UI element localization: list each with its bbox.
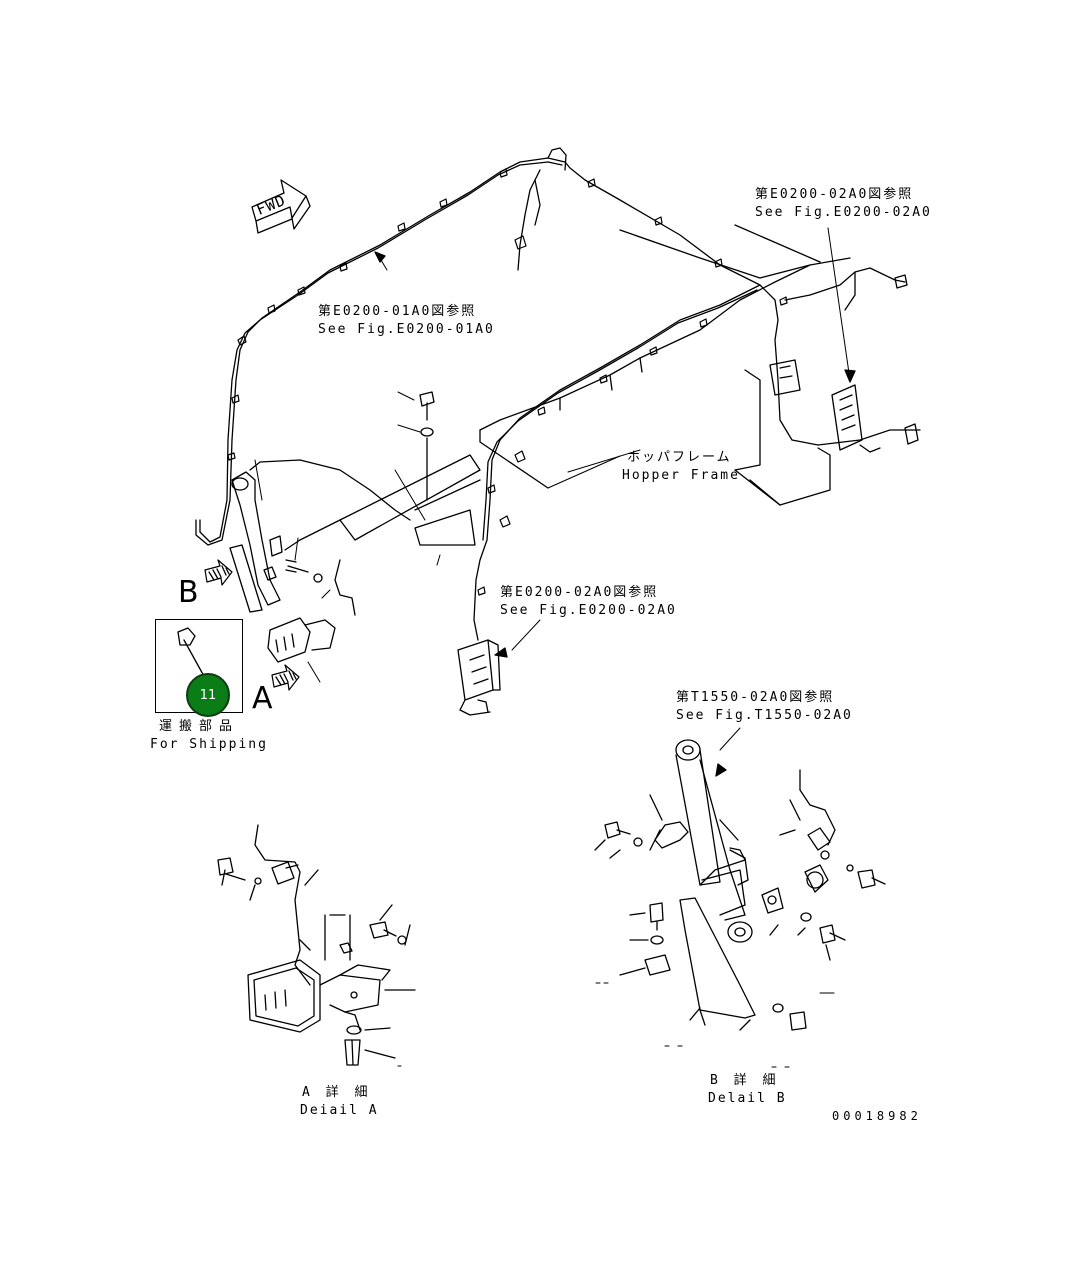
callout-fig-e0200-02a0-mid-en: See Fig.E0200-02A0 xyxy=(500,603,677,618)
arrowhead-icon xyxy=(715,763,727,777)
detail-b-drawing xyxy=(594,739,886,1031)
shipping-nut-icon xyxy=(177,627,206,679)
detail-a-caption-en: Deiail A xyxy=(300,1103,379,1118)
shipping-label-jp: 運搬部品 xyxy=(159,719,240,734)
arrowhead-icon xyxy=(494,647,508,658)
fwd-arrow-icon xyxy=(251,179,311,234)
callout-fig-e0200-01a0-en: See Fig.E0200-01A0 xyxy=(318,322,495,337)
detail-letter-a: A xyxy=(252,681,273,716)
callout-fig-e0200-02a0-top-jp: 第E0200-02A0図参照 xyxy=(755,187,914,202)
callout-fig-t1550-02a0-jp: 第T1550-02A0図参照 xyxy=(676,690,835,705)
callout-fig-t1550-02a0-en: See Fig.T1550-02A0 xyxy=(676,708,853,723)
tick-marks xyxy=(397,982,835,1068)
direction-arrow-b-icon xyxy=(204,559,233,586)
right-control-box xyxy=(769,274,919,451)
detail-b-caption-jp: B 詳 細 xyxy=(710,1073,780,1088)
part-number-badge[interactable]: 11 xyxy=(186,673,230,717)
left-cylinder-assembly xyxy=(229,471,336,663)
callout-fig-e0200-02a0-mid-jp: 第E0200-02A0図参照 xyxy=(500,585,659,600)
detail-a-drawing xyxy=(217,824,416,1066)
hopper-frame-label-en: Hopper Frame xyxy=(622,468,740,483)
direction-arrow-a-icon xyxy=(271,664,300,691)
detail-letter-b: B xyxy=(178,575,199,610)
detail-a-caption-jp: A 詳 細 xyxy=(302,1085,372,1100)
fastener-icons xyxy=(419,391,435,501)
drawing-number: 00018982 xyxy=(832,1109,922,1123)
shipping-label-en: For Shipping xyxy=(150,737,268,752)
callout-fig-e0200-01a0-jp: 第E0200-01A0図参照 xyxy=(318,304,477,319)
arrowhead-icon xyxy=(374,251,386,263)
wire-harness xyxy=(195,147,921,641)
hopper-frame-label-jp: ホッパフレーム xyxy=(627,450,732,465)
callout-fig-e0200-02a0-top-en: See Fig.E0200-02A0 xyxy=(755,205,932,220)
relay-box-center xyxy=(457,639,501,716)
detail-b-caption-en: Delail B xyxy=(708,1091,787,1106)
harness-clips xyxy=(227,168,788,596)
hopper-frame xyxy=(339,224,851,546)
arrowhead-icon xyxy=(844,369,856,383)
